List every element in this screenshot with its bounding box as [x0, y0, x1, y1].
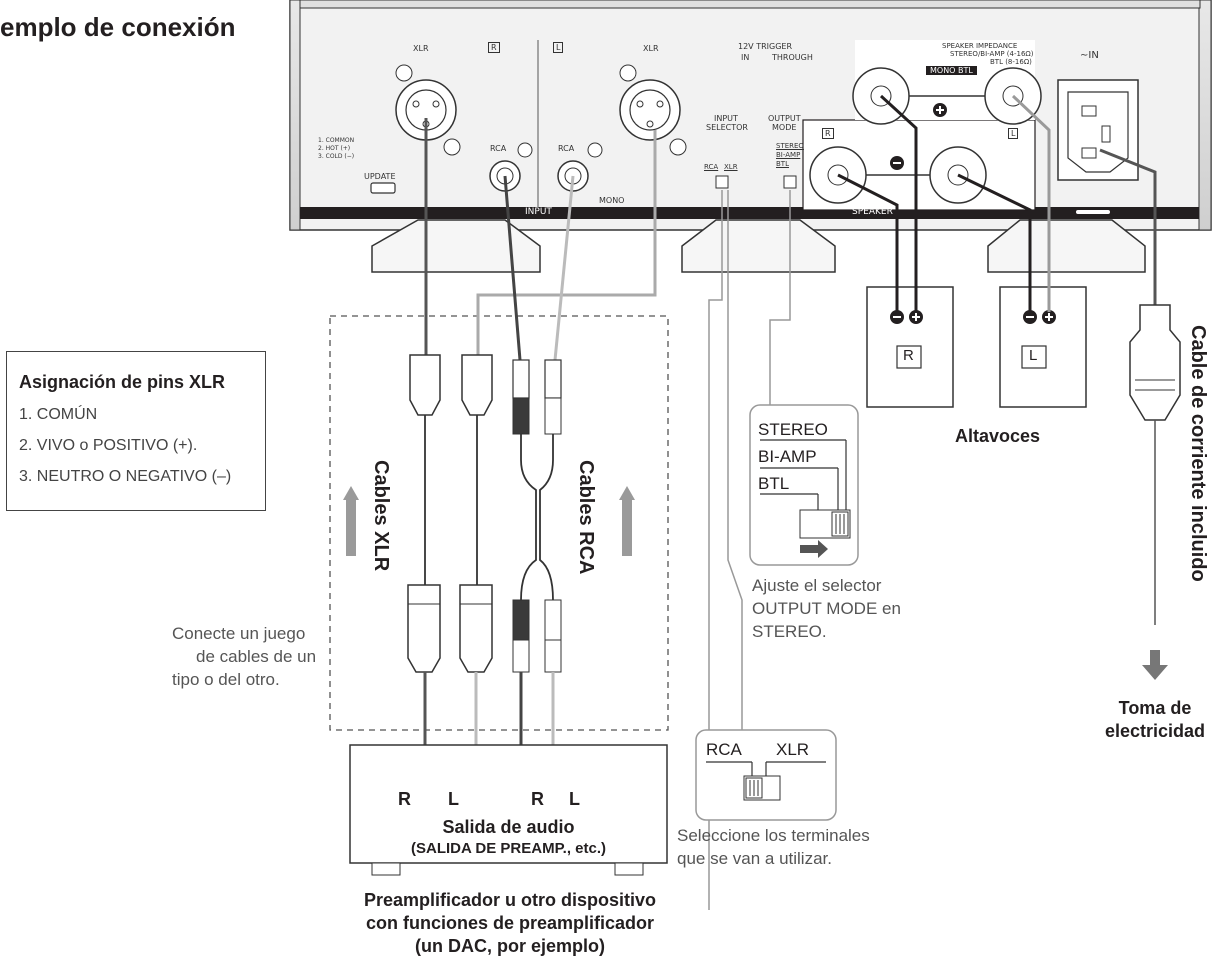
panel-input-bar: INPUT	[525, 207, 552, 217]
source-device	[349, 744, 668, 876]
panel-ac-in: ∼IN	[1080, 50, 1099, 61]
speakers-caption: Altavoces	[955, 426, 1041, 446]
rca-cable-pair	[512, 359, 562, 760]
pin-box-heading: Asignación de pins XLR	[19, 372, 226, 392]
panel-input-selector: INPUT	[714, 114, 738, 123]
xlr-input-right-channel[interactable]	[395, 64, 461, 156]
panel-trigger-label: 12V TRIGGER	[738, 42, 793, 51]
page-title: emplo de conexión	[0, 12, 236, 42]
panel-btl-imp: BTL (8-16Ω)	[990, 58, 1032, 66]
output-mode-note: Ajuste el selector OUTPUT MODE en STEREO…	[752, 576, 901, 641]
detail-btl: BTL	[758, 474, 790, 493]
panel-xlr-left-label: XLR	[413, 44, 429, 53]
down-arrow-icon	[1142, 650, 1168, 680]
speaker-l-label: L	[1029, 347, 1038, 364]
pin-item: 2. VIVO o POSITIVO (+).	[19, 437, 198, 454]
port-label: L	[448, 789, 459, 809]
pin-item: 3. NEUTRO O NEGATIVO (–)	[19, 468, 232, 485]
panel-input-selector: SELECTOR	[706, 123, 748, 132]
speaker-r-label: R	[903, 347, 914, 364]
output-sub-label: (SALIDA DE PREAMP., etc.)	[410, 840, 607, 857]
rca-cables-label: Cables RCA	[575, 460, 597, 575]
panel-sw-btl: BTL	[776, 160, 789, 168]
panel-speaker-r: R	[822, 128, 834, 139]
panel-sw-xlr: XLR	[724, 163, 738, 171]
input-selector-note: Seleccione los terminales que se van a u…	[677, 826, 870, 868]
panel-mono-btl: MONO BTL	[926, 66, 977, 75]
panel-rca-left: RCA	[490, 144, 507, 153]
ac-inlet[interactable]	[1057, 79, 1139, 214]
speaker-left	[999, 286, 1087, 408]
panel-l-box: L	[553, 42, 564, 53]
panel-speaker-bar: SPEAKER	[852, 207, 893, 217]
xlr-pin-assignment-box: Asignación de pins XLR 1. COMÚN 2. VIVO …	[6, 351, 266, 511]
panel-trigger-in: IN	[741, 53, 750, 62]
panel-pin-legend: 2. HOT (+)	[318, 145, 351, 152]
panel-xlr-right-label: XLR	[643, 44, 659, 53]
panel-speaker-l: L	[1008, 128, 1019, 139]
panel-speaker-impedance: SPEAKER IMPEDANCE	[942, 42, 1018, 50]
connect-note: Conecte un juego de cables de un tipo o …	[172, 624, 317, 689]
xlr-cable-r	[407, 354, 441, 760]
port-label: L	[569, 789, 580, 809]
up-arrow-icon	[343, 486, 359, 556]
detail-biamp: BI-AMP	[758, 447, 817, 466]
update-port[interactable]	[370, 182, 396, 194]
outlet-label: Toma de electricidad	[1104, 698, 1206, 741]
source-device-caption: Preamplificador u otro dispositivo con f…	[363, 890, 657, 956]
panel-sw-rca: RCA	[704, 163, 719, 171]
output-label: Salida de audio	[442, 817, 575, 837]
speaker-terminals	[809, 67, 1042, 204]
output-mode-detail	[749, 404, 859, 566]
output-mode-switch[interactable]	[783, 175, 797, 189]
port-label: R	[531, 789, 544, 809]
panel-pin-legend: 3. COLD (−)	[318, 153, 355, 160]
up-arrow-icon	[619, 486, 635, 556]
power-plug	[1129, 304, 1181, 625]
input-selector-switch[interactable]	[715, 175, 729, 189]
panel-stereo-biamp-imp: STEREO/BI-AMP (4-16Ω)	[950, 50, 1034, 58]
panel-output-mode: OUTPUT	[768, 114, 801, 123]
panel-trigger-through: THROUGH	[772, 53, 813, 62]
panel-update-label: UPDATE	[364, 172, 396, 181]
panel-r-box: R	[488, 42, 500, 53]
power-cable-label: Cable de corriente incluido	[1187, 325, 1209, 582]
xlr-cables-label: Cables XLR	[370, 460, 392, 572]
detail-rca: RCA	[706, 740, 742, 759]
panel-sw-stereo: STEREO	[776, 142, 804, 150]
panel-pin-legend: 1. COMMON	[318, 137, 355, 144]
panel-output-mode: MODE	[772, 123, 797, 132]
detail-xlr: XLR	[776, 740, 810, 759]
panel-rca-right: RCA	[558, 144, 575, 153]
input-selector-detail	[695, 729, 837, 821]
xlr-input-left-channel[interactable]	[619, 64, 687, 156]
pin-item: 1. COMÚN	[19, 406, 98, 423]
right-arrow-icon	[800, 540, 828, 558]
port-label: R	[398, 789, 411, 809]
panel-mono-label: MONO	[596, 196, 628, 205]
xlr-cable-l	[459, 354, 493, 760]
cable-group-box	[329, 315, 669, 731]
panel-sw-biamp: BI-AMP	[776, 151, 801, 159]
detail-stereo: STEREO	[758, 420, 828, 439]
speaker-right	[866, 286, 954, 408]
